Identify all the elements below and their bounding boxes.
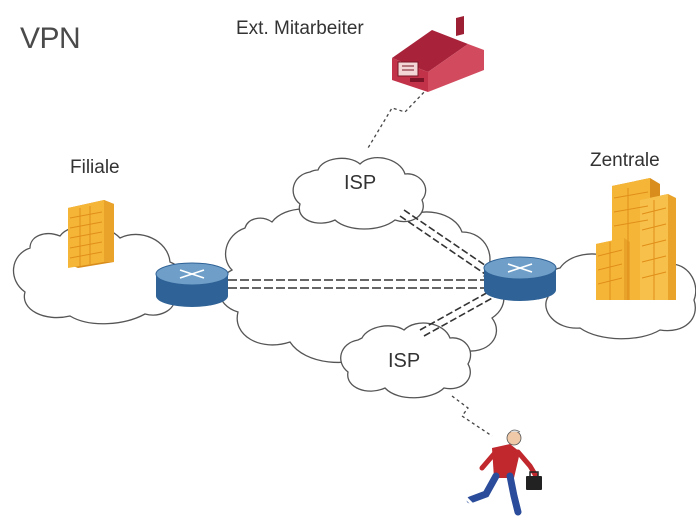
house-icon xyxy=(392,16,484,92)
tunnel-isp-bottom-to-hq xyxy=(419,289,497,337)
lightning-link-icon xyxy=(367,87,429,149)
cloud-icon xyxy=(292,157,427,230)
tunnel-branch-to-hq xyxy=(228,279,490,289)
router-icon xyxy=(483,256,557,301)
mobile-user-icon xyxy=(464,429,542,516)
router-icon xyxy=(155,262,229,307)
diagram-title: VPN xyxy=(20,22,81,55)
office-building-icon xyxy=(68,200,114,268)
lightning-link-icon xyxy=(451,395,493,437)
label-remote-employee: Ext. Mitarbeiter xyxy=(236,18,364,39)
label-isp-top: ISP xyxy=(344,172,377,194)
label-headquarters: Zentrale xyxy=(590,150,660,171)
label-branch: Filiale xyxy=(70,157,120,178)
office-building-icon xyxy=(596,178,676,300)
label-isp-bottom: ISP xyxy=(388,350,421,372)
cloud-icon xyxy=(340,322,472,399)
tunnel-isp-top-to-hq xyxy=(399,209,493,277)
